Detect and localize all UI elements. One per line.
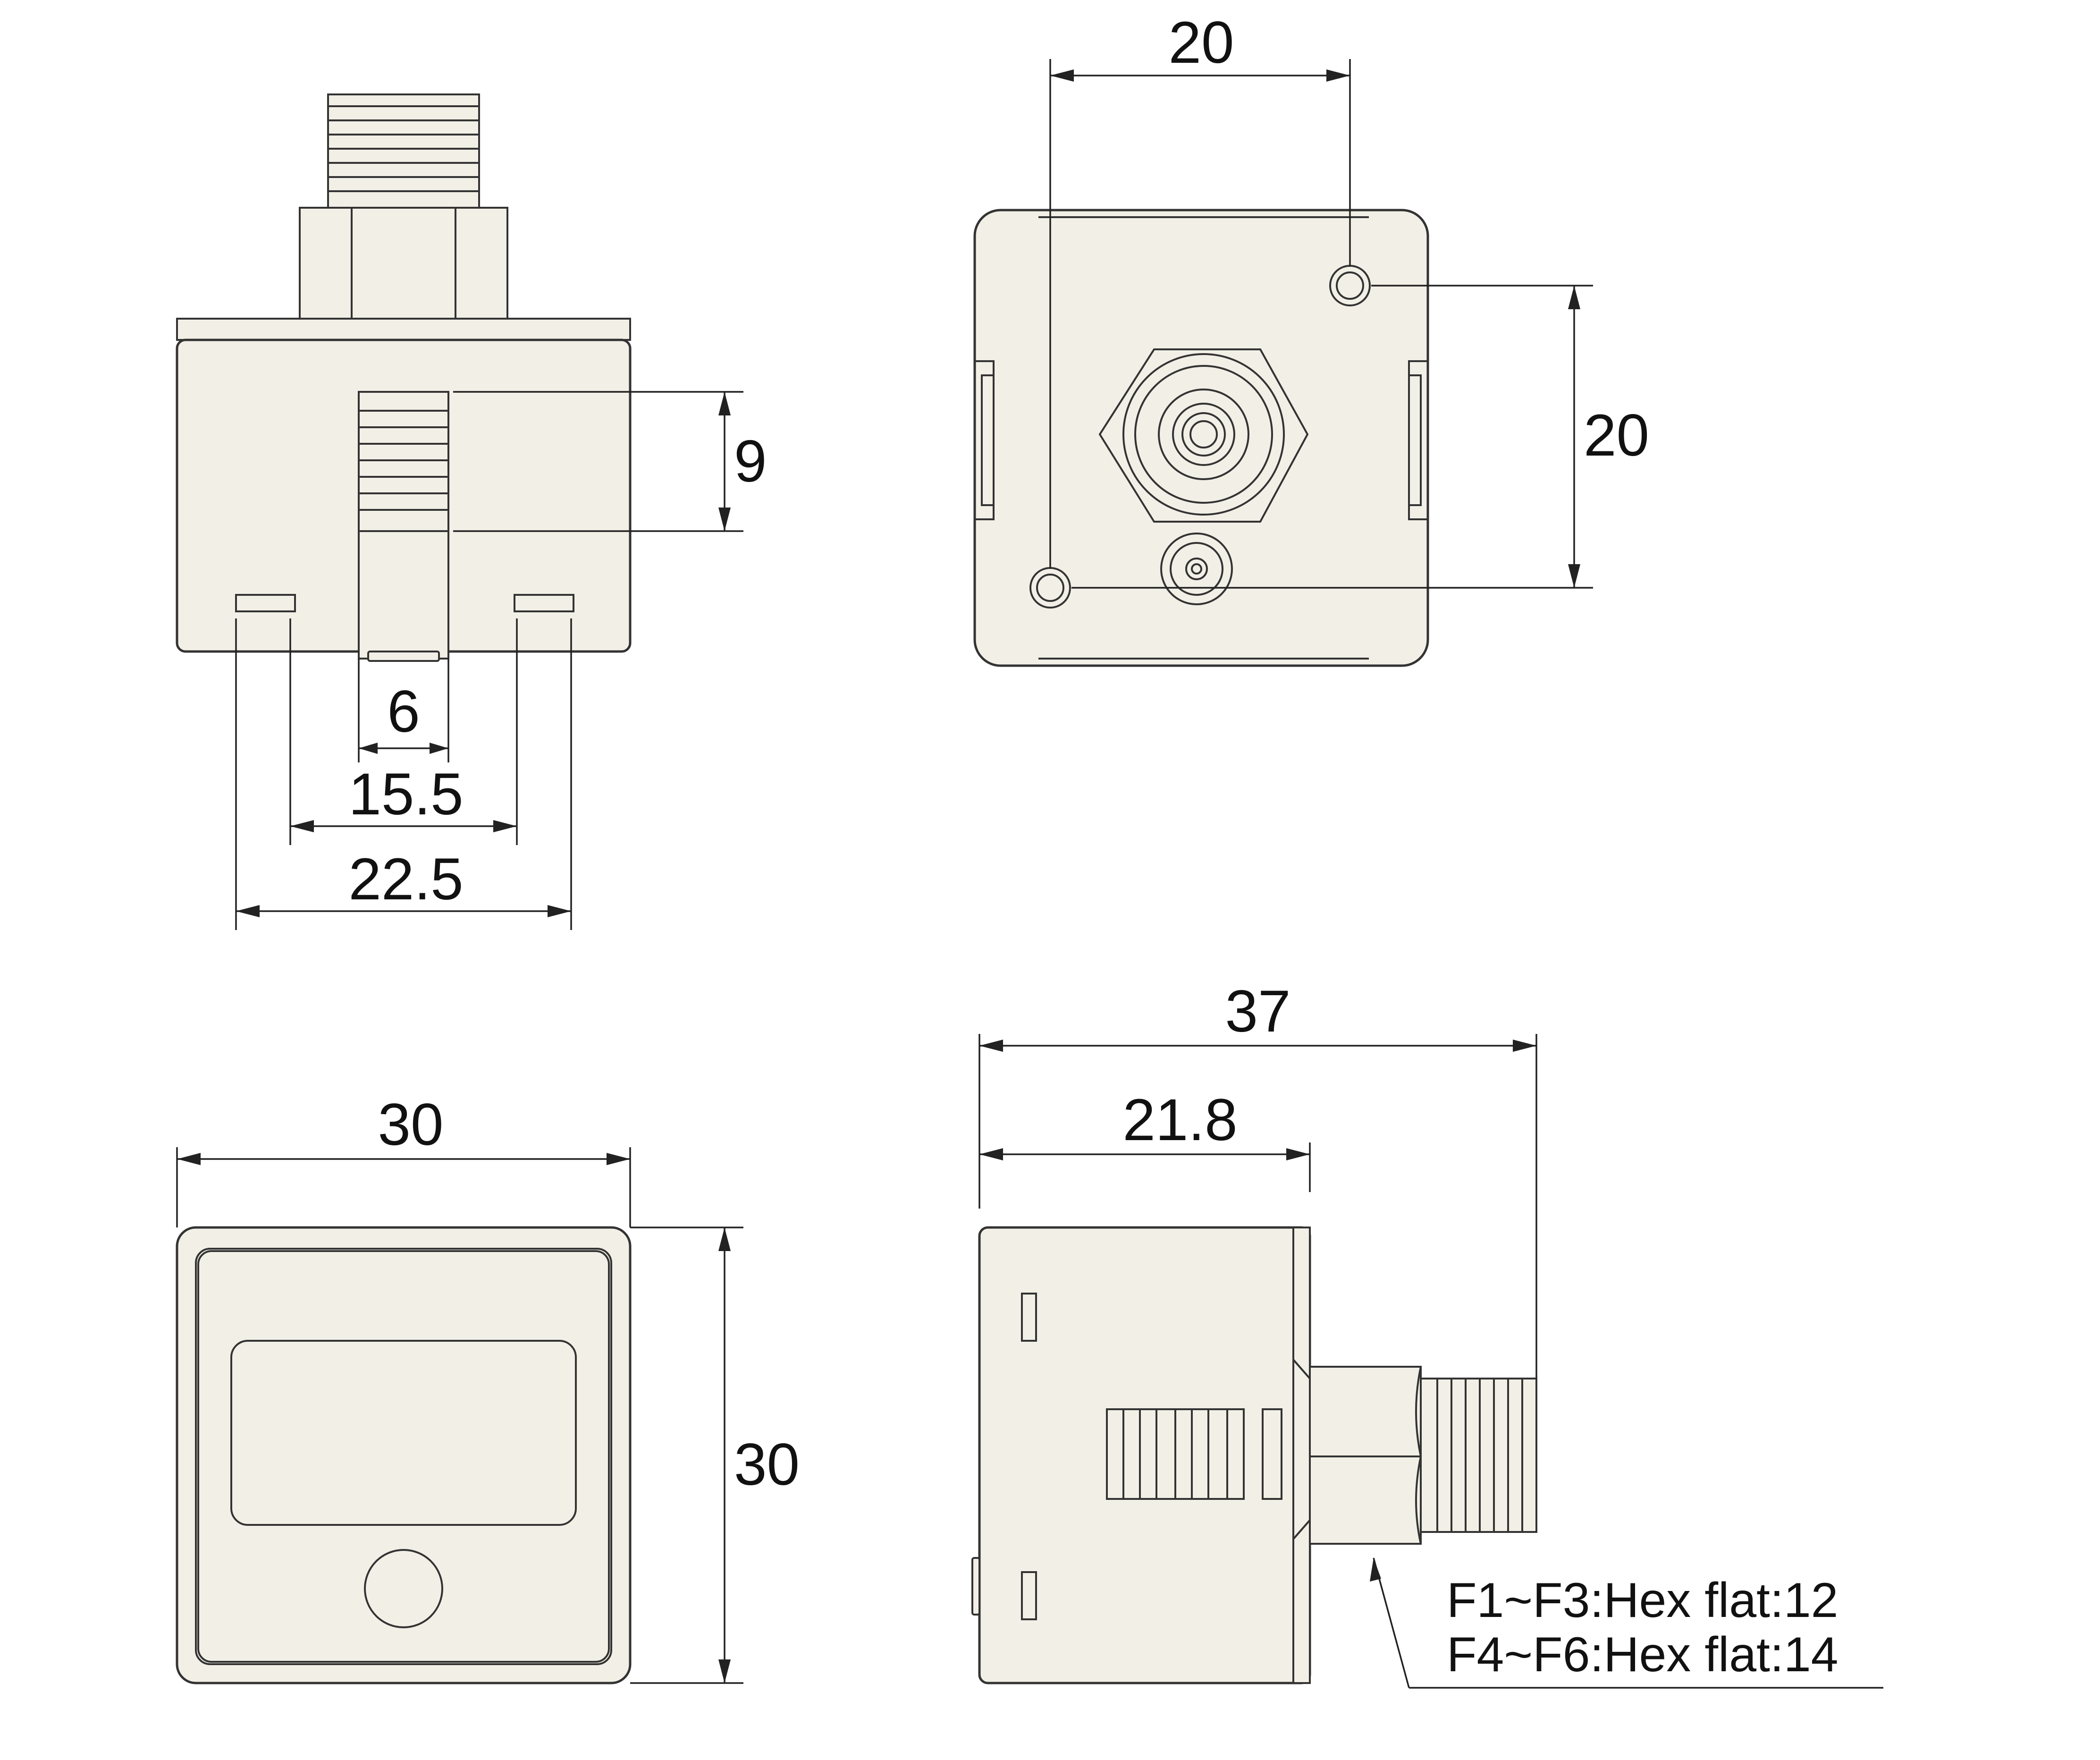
rear-view-clip-left <box>975 360 995 520</box>
rear-view-small-port <box>1160 533 1233 605</box>
dim-label-15-5: 15.5 <box>348 762 463 827</box>
side-view-hex-nut <box>1309 1366 1422 1545</box>
dim-label-30-h: 30 <box>734 1432 800 1498</box>
side-view-slot-bottom <box>1021 1571 1037 1620</box>
dim-label-37: 37 <box>1225 979 1290 1044</box>
bottom-view-pin-right <box>514 594 574 612</box>
dimension-hole-horizontal: 20 <box>1049 10 1351 569</box>
hex-flat-note-1: F1~F3:Hex flat:12 <box>1447 1573 1839 1628</box>
dim-label-6: 6 <box>387 679 420 745</box>
dimension-front-height: 30 <box>630 1227 800 1684</box>
dimension-front-width: 30 <box>176 1092 631 1227</box>
rear-view-clip-right <box>1408 360 1428 520</box>
dimension-body-length: 21.8 <box>979 1087 1311 1192</box>
side-view-connector <box>1106 1408 1282 1500</box>
dimension-slot-width: 6 <box>358 659 449 762</box>
dim-label-22-5: 22.5 <box>348 846 463 912</box>
dim-label-20-h: 20 <box>1168 10 1234 76</box>
rear-view-port-hex <box>1098 348 1309 523</box>
bottom-view-hex-nut <box>299 207 508 320</box>
bottom-view: 9 6 15.5 22.5 <box>176 93 767 930</box>
bottom-view-pin-left <box>235 594 296 612</box>
bottom-view-thread <box>327 93 480 209</box>
dimension-overall-length: 37 <box>978 979 1537 1379</box>
side-view-clip <box>971 1557 980 1616</box>
dim-label-30-w: 30 <box>378 1092 443 1158</box>
front-view: 30 30 <box>176 1092 800 1684</box>
dimension-pin-inner: 15.5 <box>289 618 518 845</box>
front-view-display <box>230 1340 577 1526</box>
side-view-slot-top <box>1021 1293 1037 1342</box>
dimension-slot-height: 9 <box>453 391 767 532</box>
dim-label-9: 9 <box>734 429 767 494</box>
side-view: 37 21.8 F1~F3:Hex flat:12 F4~F6:Hex flat… <box>971 979 1883 1689</box>
side-view-flange <box>1292 1227 1311 1684</box>
hex-flat-note-2: F4~F6:Hex flat:14 <box>1447 1627 1839 1682</box>
hex-flat-leader <box>1370 1557 1883 1689</box>
dimension-pin-outer: 22.5 <box>235 618 572 930</box>
side-view-thread <box>1420 1378 1537 1533</box>
front-view-panel <box>195 1248 612 1665</box>
front-view-button <box>364 1549 443 1628</box>
dim-label-20-v: 20 <box>1584 403 1649 468</box>
rear-view: 20 20 <box>973 10 1649 667</box>
dim-label-21-8: 21.8 <box>1122 1087 1237 1153</box>
dimension-hole-vertical: 20 <box>1071 285 1649 589</box>
bottom-view-flange <box>176 318 631 341</box>
bottom-view-connector <box>358 391 449 662</box>
